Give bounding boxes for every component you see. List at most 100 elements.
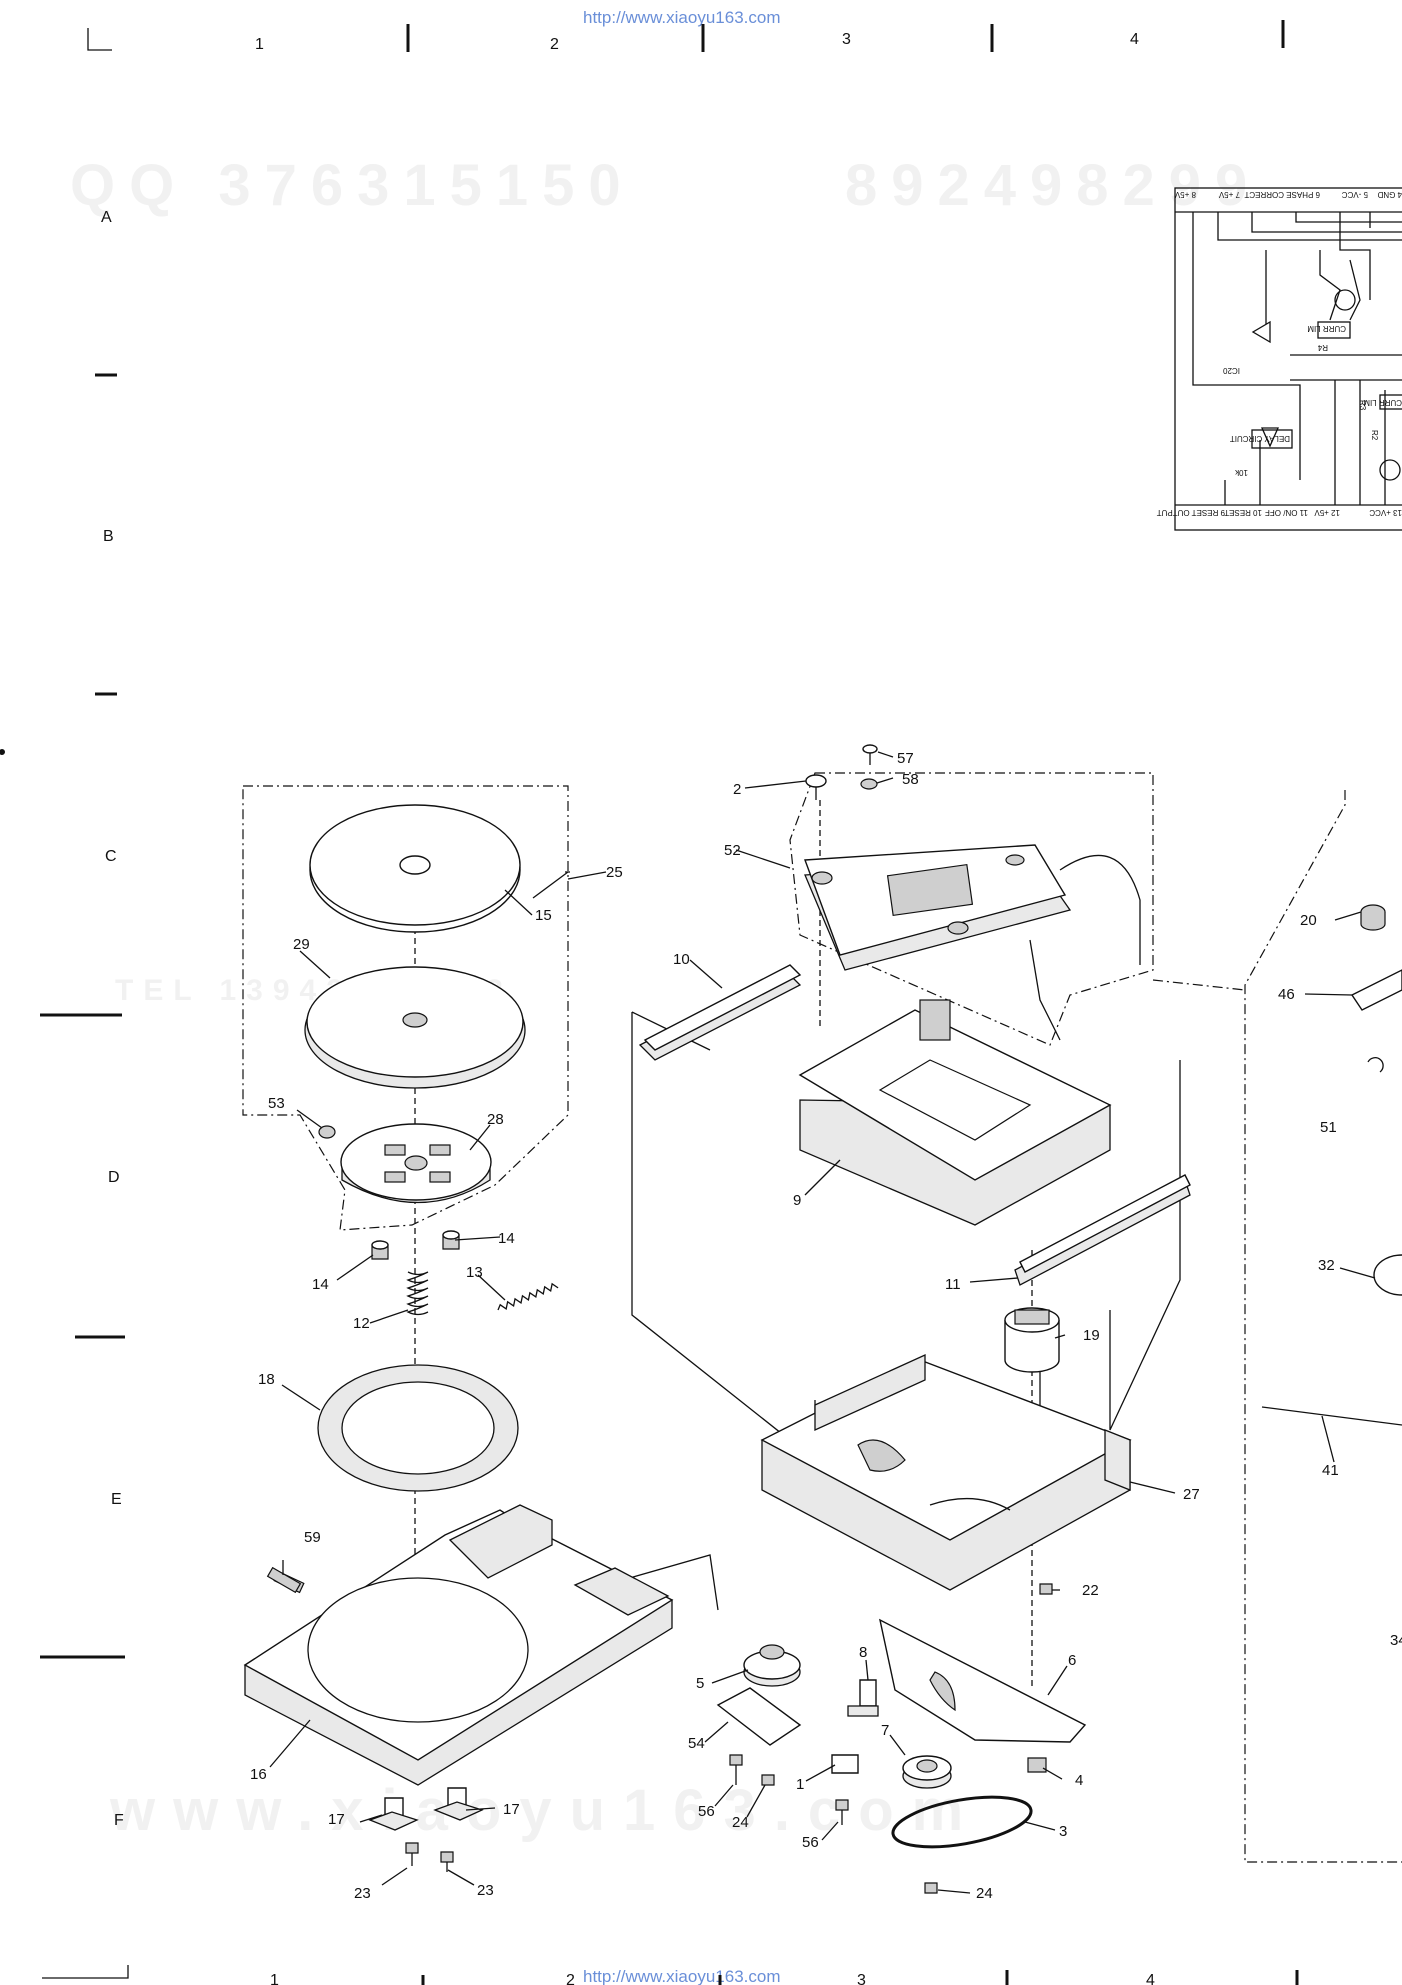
grid-col-2-bottom: 2 [566,1972,575,1985]
callout-11: 11 [945,1276,961,1293]
grid-row-c: C [105,848,117,865]
pin-9: 9 RESET OUTPUT [1157,508,1225,517]
clip-part-51 [1367,1057,1384,1073]
pin-5: 5 -VCC [1342,190,1368,199]
callout-24-right: 24 [976,1885,993,1902]
screws-part-56 [729,1754,849,1825]
callout-46: 46 [1278,986,1295,1003]
callout-53: 53 [268,1095,285,1112]
clip-part-58 [860,778,878,790]
turntable-part-29 [304,966,526,1089]
rail-part-10 [638,964,802,1061]
callout-16: 16 [250,1766,267,1783]
label-r4: R4 [1317,343,1328,352]
label-part-59 [266,1566,302,1594]
callout-56-right: 56 [802,1834,819,1851]
bushing-part-20 [1360,904,1386,931]
screws-part-23 [405,1842,454,1872]
screw-part-24 [761,1774,938,1894]
cam-part-6 [879,1618,1087,1743]
screw-part-57 [862,744,878,765]
grid-row-d: D [108,1169,120,1186]
callout-13: 13 [466,1264,483,1281]
pickup-group-outline [789,772,1154,1046]
callout-34: 34 [1390,1632,1402,1649]
callout-51: 51 [1320,1119,1337,1136]
grid-row-b: B [103,528,114,545]
callout-27: 27 [1183,1486,1200,1503]
watermark-qq: QQ 376315150 [70,153,635,218]
switch-part-8 [847,1679,879,1717]
callout-15: 15 [535,907,552,924]
callout-58: 58 [902,771,919,788]
grid-col-1-bottom: 1 [270,1972,279,1985]
callout-8: 8 [859,1644,867,1661]
callout-18: 18 [258,1371,275,1388]
grid-col-2: 2 [550,36,559,53]
callout-4: 4 [1075,1772,1083,1789]
schematic-fragment: 8 +5V 7 +5V 6 PHASE CORRECT 5 -VCC 4 GND… [1157,187,1402,531]
shaft-part-41 [1261,1406,1402,1426]
watermark-site: www.xiaoyu163.com [109,1778,981,1843]
belt-part-3 [891,1795,1033,1849]
callout-19: 19 [1083,1327,1100,1344]
pin-4: 4 GND [1377,190,1402,199]
callout-59: 59 [304,1529,321,1546]
switch-part-1 [831,1754,859,1774]
grid-row-e: E [111,1491,122,1508]
callout-14-left: 14 [312,1276,329,1293]
grid-col-4-bottom: 4 [1146,1972,1155,1985]
grid-row-f: F [114,1812,124,1829]
spring-part-13 [497,1282,559,1311]
callout-52: 52 [724,842,741,859]
callout-12: 12 [353,1315,370,1332]
disc-part-15 [309,804,521,933]
callout-25: 25 [606,864,623,881]
gear-part-5 [743,1644,801,1687]
grid-col-1: 1 [255,36,264,53]
chassis-part-27 [760,1353,1132,1591]
pin-10: 10 RESET [1224,508,1262,517]
label-r2: R2 [1370,430,1379,441]
grid-col-3-bottom: 3 [857,1972,866,1985]
callout-29: 29 [293,936,310,953]
pin-6: 6 PHASE CORRECT [1244,190,1320,199]
callout-3: 3 [1059,1823,1067,1840]
motor-part-19 [1004,1307,1060,1373]
callout-20: 20 [1300,912,1317,929]
callout-14-right: 14 [498,1230,515,1247]
callout-7: 7 [881,1722,889,1739]
tray-part-16 [243,1504,674,1786]
callout-28: 28 [487,1111,504,1128]
callout-32: 32 [1318,1257,1335,1274]
pin-13: 13 +VCC [1369,508,1402,517]
right-link [1152,979,1246,991]
ring-part-18 [317,1364,519,1492]
callout-23-right: 23 [477,1882,494,1899]
frame-part-9 [798,999,1112,1226]
grid-col-4: 4 [1130,31,1139,48]
grid-frame [0,20,1299,1985]
screw-part-22 [1039,1583,1053,1595]
pin-11: 11 ON/ OFF [1265,508,1308,517]
callout-6: 6 [1068,1652,1076,1669]
callouts: 2 57 58 52 10 9 11 19 27 22 25 15 29 53 … [250,750,1402,1902]
callout-41: 41 [1322,1462,1339,1479]
callout-5: 5 [696,1675,704,1692]
callout-54: 54 [688,1735,705,1752]
pickup-part-52 [804,844,1141,1041]
pin-12: 12 +5V [1314,508,1340,517]
label-ic20: IC20 [1223,366,1240,375]
screw-part-2 [805,774,827,800]
callout-24-left: 24 [732,1814,749,1831]
label-r3: R3 [1358,400,1367,411]
feet-part-17 [368,1787,484,1831]
foot-part-14 [371,1230,460,1260]
callout-22: 22 [1082,1582,1099,1599]
label-curr-lim-2: CURR LIM [1363,398,1402,407]
label-curr-lim: CURR LIM [1307,324,1346,333]
label-10k: 10k [1234,468,1248,477]
callout-10: 10 [673,951,690,968]
grid-col-3: 3 [842,31,851,48]
